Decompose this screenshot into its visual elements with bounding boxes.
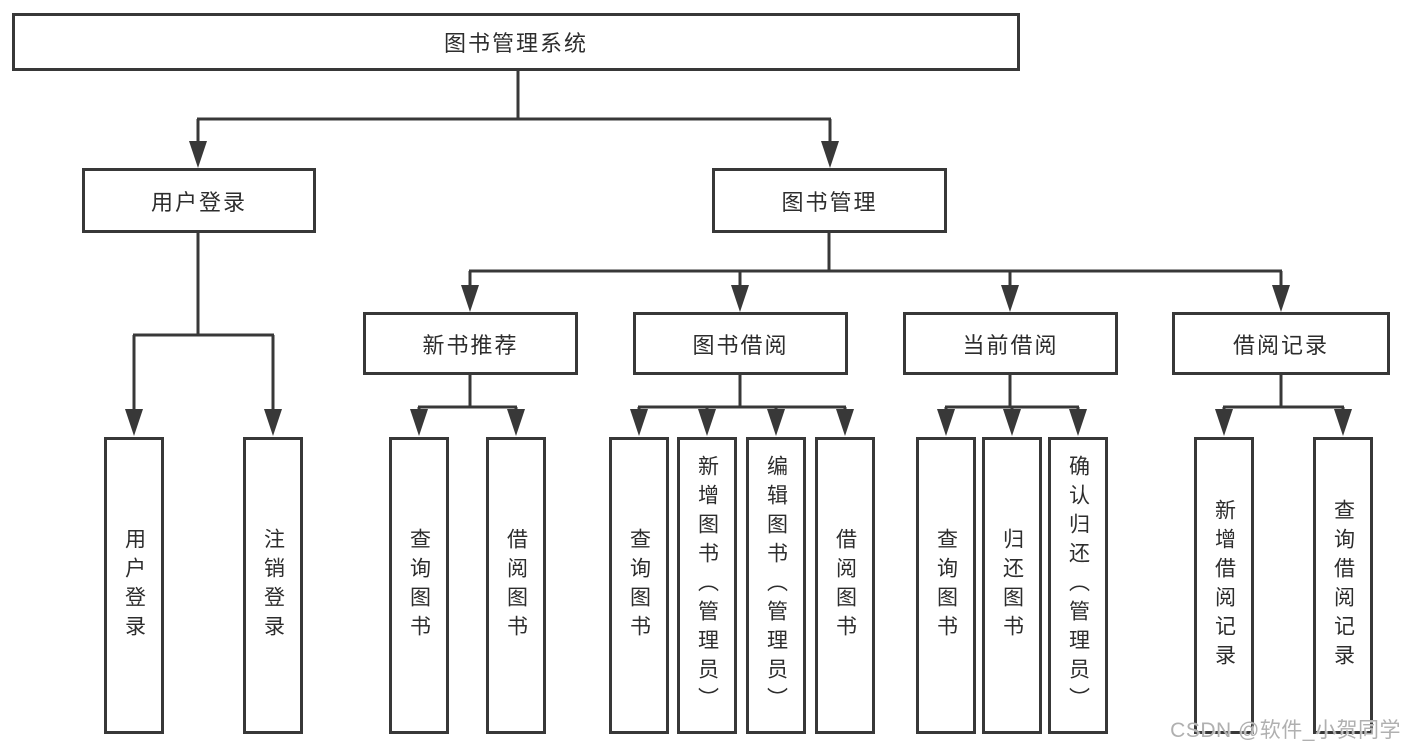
- leaf-records-add-borrow-record: 新增借阅记录: [1194, 437, 1254, 734]
- node-label: 当前借阅: [962, 332, 1059, 358]
- node-book-borrowing: 图书借阅: [633, 312, 848, 375]
- leaf-recommend-borrow-books: 借阅图书: [486, 437, 546, 734]
- node-borrowing-records: 借阅记录: [1172, 312, 1390, 375]
- node-label: 查询图书: [407, 527, 431, 644]
- node-label: 借阅记录: [1232, 332, 1329, 358]
- leaf-logout: 注销登录: [243, 437, 303, 734]
- node-book-management: 图书管理: [712, 168, 947, 233]
- node-label: 图书管理系统: [443, 31, 588, 56]
- node-label: 图书管理: [781, 189, 878, 215]
- leaf-records-query-borrow-record: 查询借阅记录: [1313, 437, 1373, 734]
- node-label: 新增借阅记录: [1212, 498, 1236, 673]
- leaf-borrowing-edit-books-admin: 编辑图书（管理员）: [746, 437, 806, 734]
- leaf-current-return-books: 归还图书: [982, 437, 1042, 734]
- node-label: 用户登录: [122, 527, 146, 644]
- node-label: 借阅图书: [833, 527, 857, 644]
- leaf-user-login: 用户登录: [104, 437, 164, 734]
- leaf-borrowing-borrow-books: 借阅图书: [815, 437, 875, 734]
- node-label: 新书推荐: [422, 332, 519, 358]
- leaf-borrowing-query-books: 查询图书: [609, 437, 669, 734]
- node-label: 查询图书: [627, 527, 651, 644]
- node-label: 注销登录: [261, 527, 285, 644]
- node-label: 查询借阅记录: [1331, 498, 1355, 673]
- node-new-book-recommend: 新书推荐: [363, 312, 578, 375]
- node-label: 借阅图书: [504, 527, 528, 644]
- node-label: 编辑图书（管理员）: [764, 455, 788, 716]
- node-label: 用户登录: [150, 189, 247, 215]
- leaf-recommend-query-books: 查询图书: [389, 437, 449, 734]
- node-library-management-system: 图书管理系统: [12, 13, 1020, 71]
- leaf-current-confirm-return-admin: 确认归还（管理员）: [1048, 437, 1108, 734]
- node-current-borrowing: 当前借阅: [903, 312, 1118, 375]
- node-label: 查询图书: [934, 527, 958, 644]
- csdn-watermark: CSDN @软件_小贺同学: [1170, 719, 1401, 742]
- node-user-login: 用户登录: [82, 168, 316, 233]
- node-label: 图书借阅: [692, 332, 789, 358]
- leaf-current-query-books: 查询图书: [916, 437, 976, 734]
- node-label: 确认归还（管理员）: [1066, 455, 1090, 716]
- node-label: 归还图书: [1000, 527, 1024, 644]
- node-label: 新增图书（管理员）: [695, 455, 719, 716]
- leaf-borrowing-add-books-admin: 新增图书（管理员）: [677, 437, 737, 734]
